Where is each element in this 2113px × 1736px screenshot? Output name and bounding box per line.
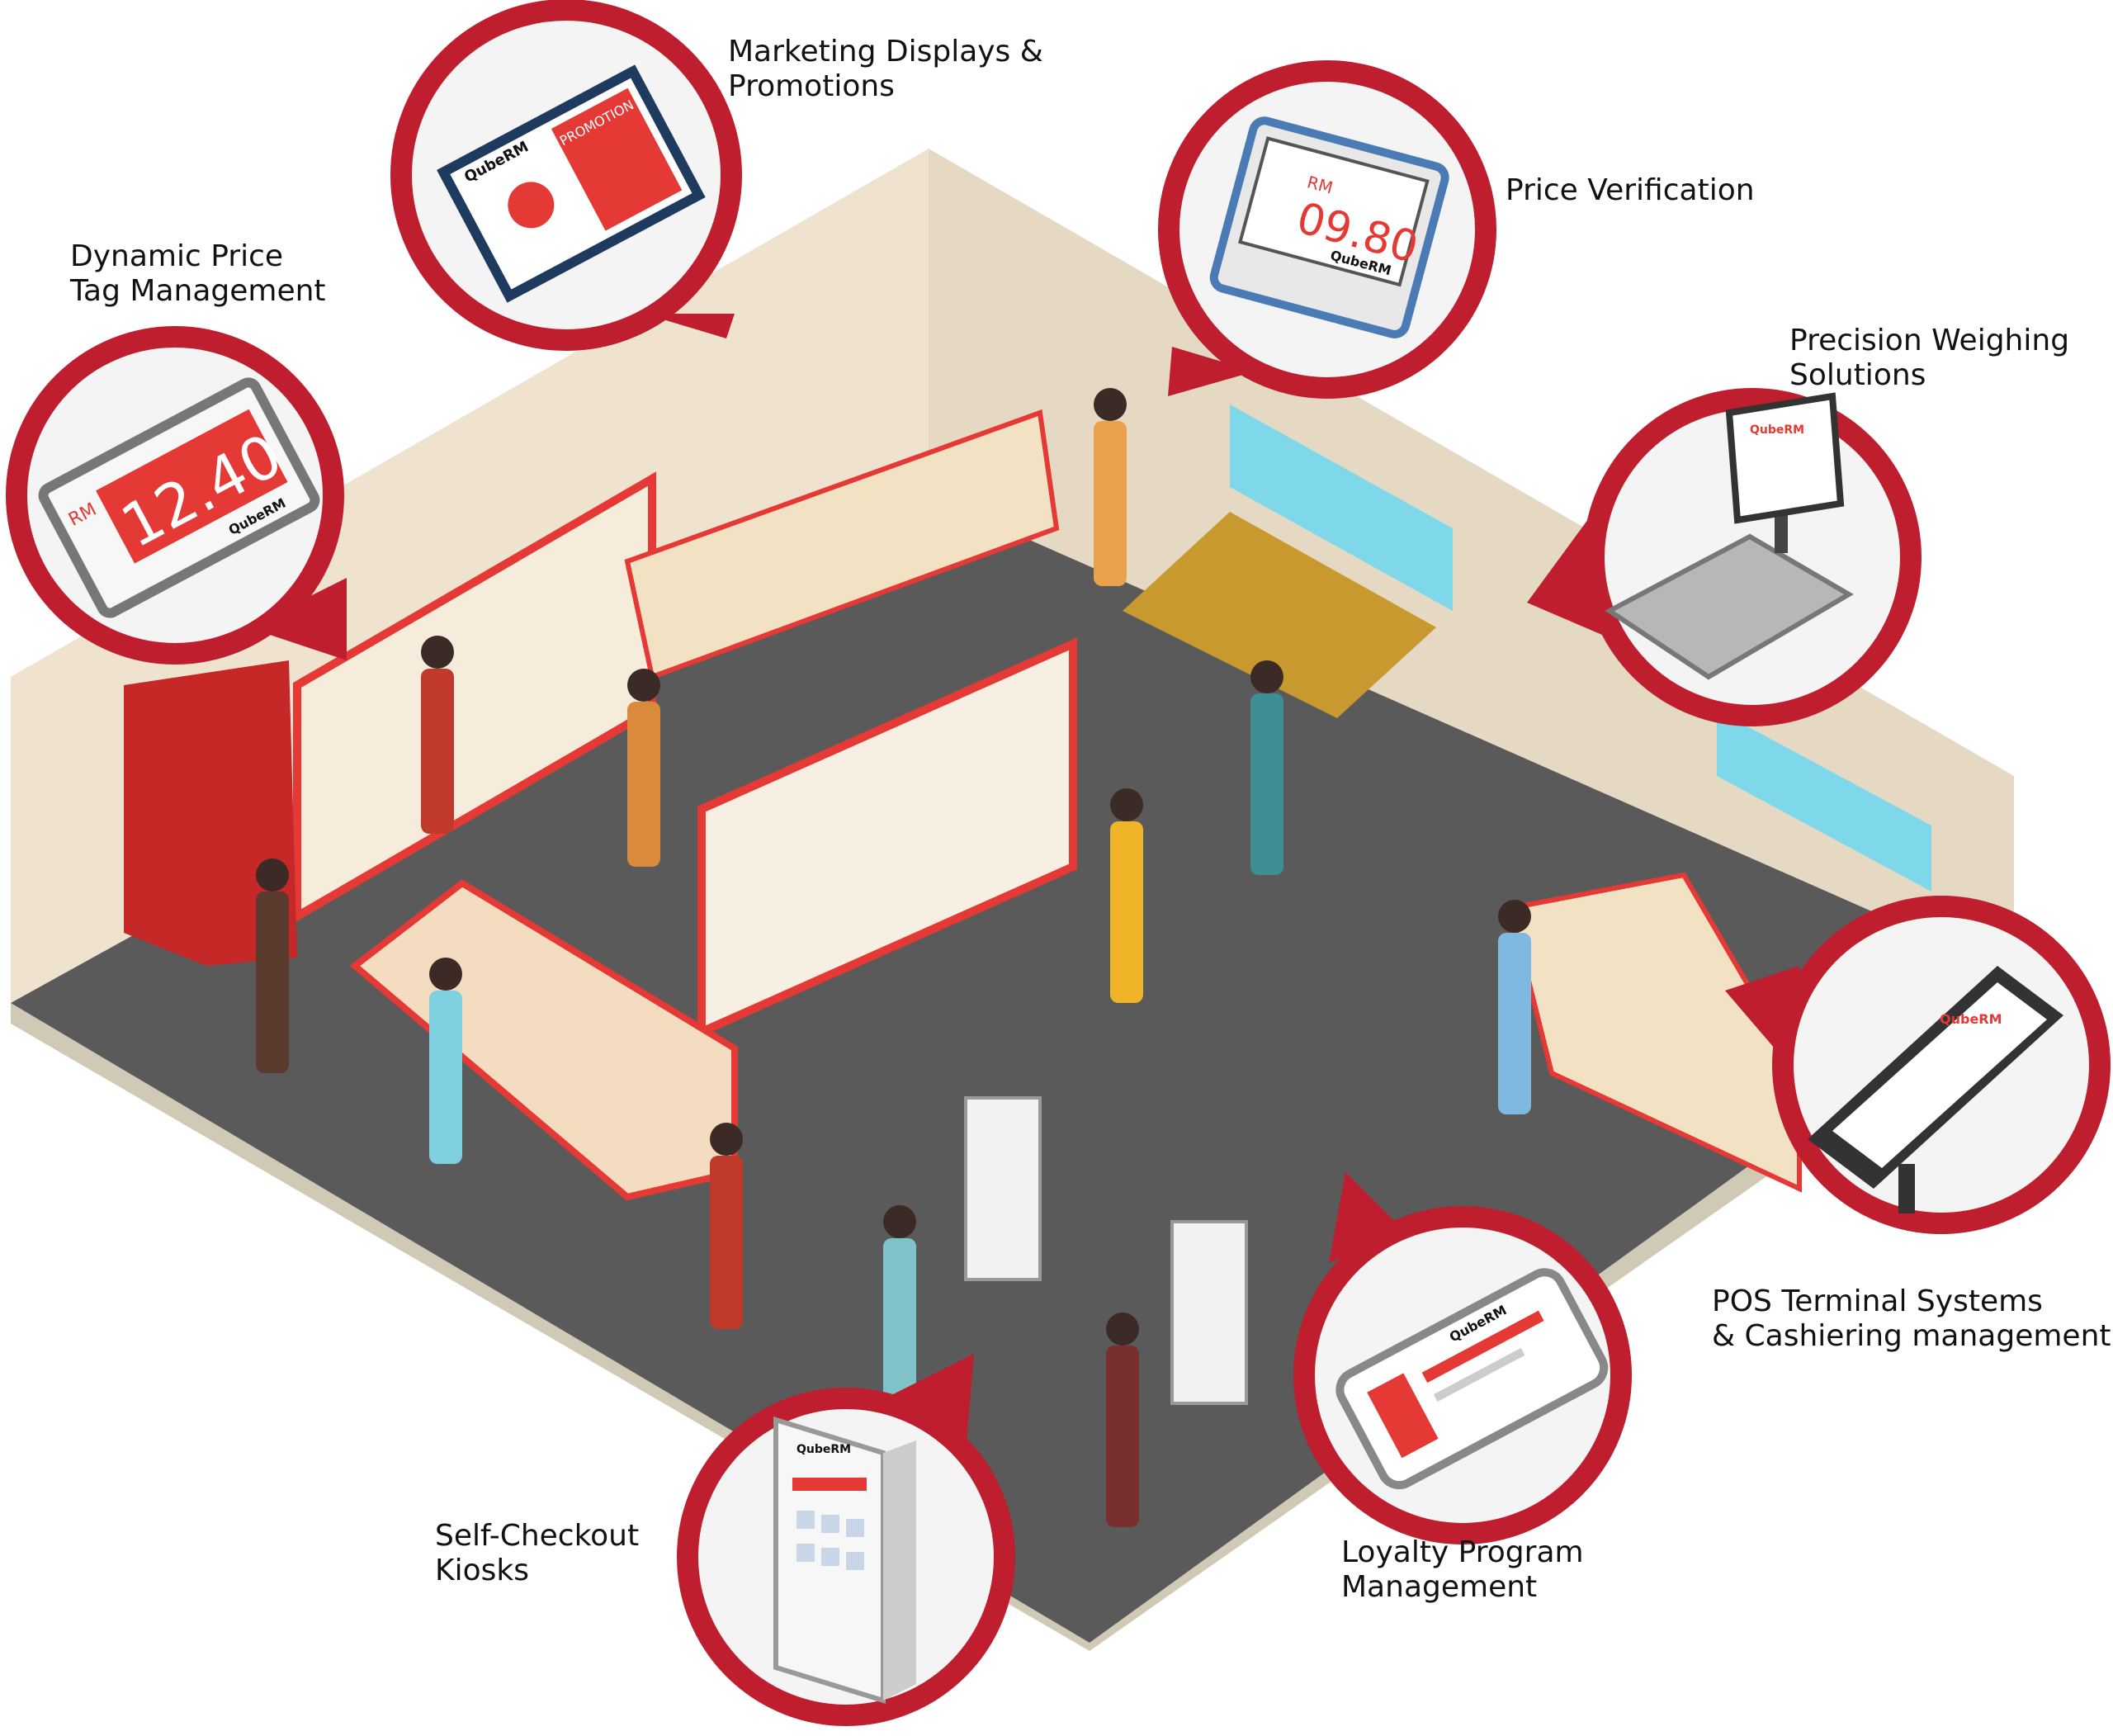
- label-line: Price Verification: [1506, 173, 1755, 207]
- label-line: Precision Weighing: [1789, 324, 2070, 357]
- callout-marketing: PROMOTION QubeRM: [390, 0, 742, 351]
- label-line: Management: [1341, 1570, 1538, 1604]
- label-price-verification: Price Verification: [1506, 173, 1755, 208]
- label-pos: POS Terminal Systems& Cashiering managem…: [1712, 1284, 2111, 1354]
- weighing-scale-icon: QubeRM: [1605, 392, 1854, 680]
- label-line: POS Terminal Systems: [1712, 1284, 2043, 1318]
- mobile-loyalty-app-icon: QubeRM: [1335, 1268, 1609, 1490]
- window: [1717, 710, 1931, 892]
- price-checker-icon: RM 09.80 QubeRM: [1209, 116, 1449, 338]
- callout-self-checkout: QubeRM: [677, 1354, 1015, 1726]
- label-line: Tag Management: [70, 274, 326, 308]
- label-line: & Cashiering management: [1712, 1319, 2111, 1353]
- label-line: Self-Checkout: [435, 1519, 640, 1553]
- callout-price-verification: RM 09.80 QubeRM: [1158, 60, 1496, 399]
- label-line: Solutions: [1789, 358, 1926, 392]
- label-line: Dynamic Price: [70, 239, 284, 273]
- callout-weighing: QubeRM: [1527, 388, 1922, 726]
- shoppers: [256, 388, 1531, 1527]
- self-checkout-kiosk-icon: QubeRM: [773, 1416, 916, 1705]
- window: [1230, 404, 1453, 611]
- label-line: Promotions: [728, 69, 895, 103]
- brand-logo: QubeRM: [1750, 423, 1804, 437]
- label-line: Kiosks: [435, 1554, 529, 1587]
- meat-counter: [624, 409, 1060, 681]
- brand-logo: QubeRM: [797, 1443, 851, 1456]
- self-checkout-kiosk: [1170, 1220, 1248, 1405]
- self-checkout-kiosk: [964, 1096, 1042, 1281]
- label-marketing: Marketing Displays &Promotions: [728, 35, 1043, 104]
- label-line: Marketing Displays &: [728, 35, 1043, 69]
- callout-dynamic-price: RM 12.40 QubeRM: [6, 326, 347, 665]
- callout-loyalty: QubeRM: [1293, 1172, 1632, 1544]
- promotion-display-icon: PROMOTION QubeRM: [437, 64, 706, 303]
- drinks-fridge: [124, 660, 297, 966]
- center-aisle-shelf: [697, 637, 1077, 1038]
- electronic-price-tag-icon: RM 12.40 QubeRM: [38, 377, 320, 618]
- pos-terminal-icon: QubeRM: [1808, 966, 2063, 1213]
- callout-pos: QubeRM: [1725, 896, 2111, 1234]
- produce-bins: [1123, 512, 1436, 718]
- brand-logo: QubeRM: [1940, 1011, 2002, 1027]
- label-line: Loyalty Program: [1341, 1535, 1584, 1569]
